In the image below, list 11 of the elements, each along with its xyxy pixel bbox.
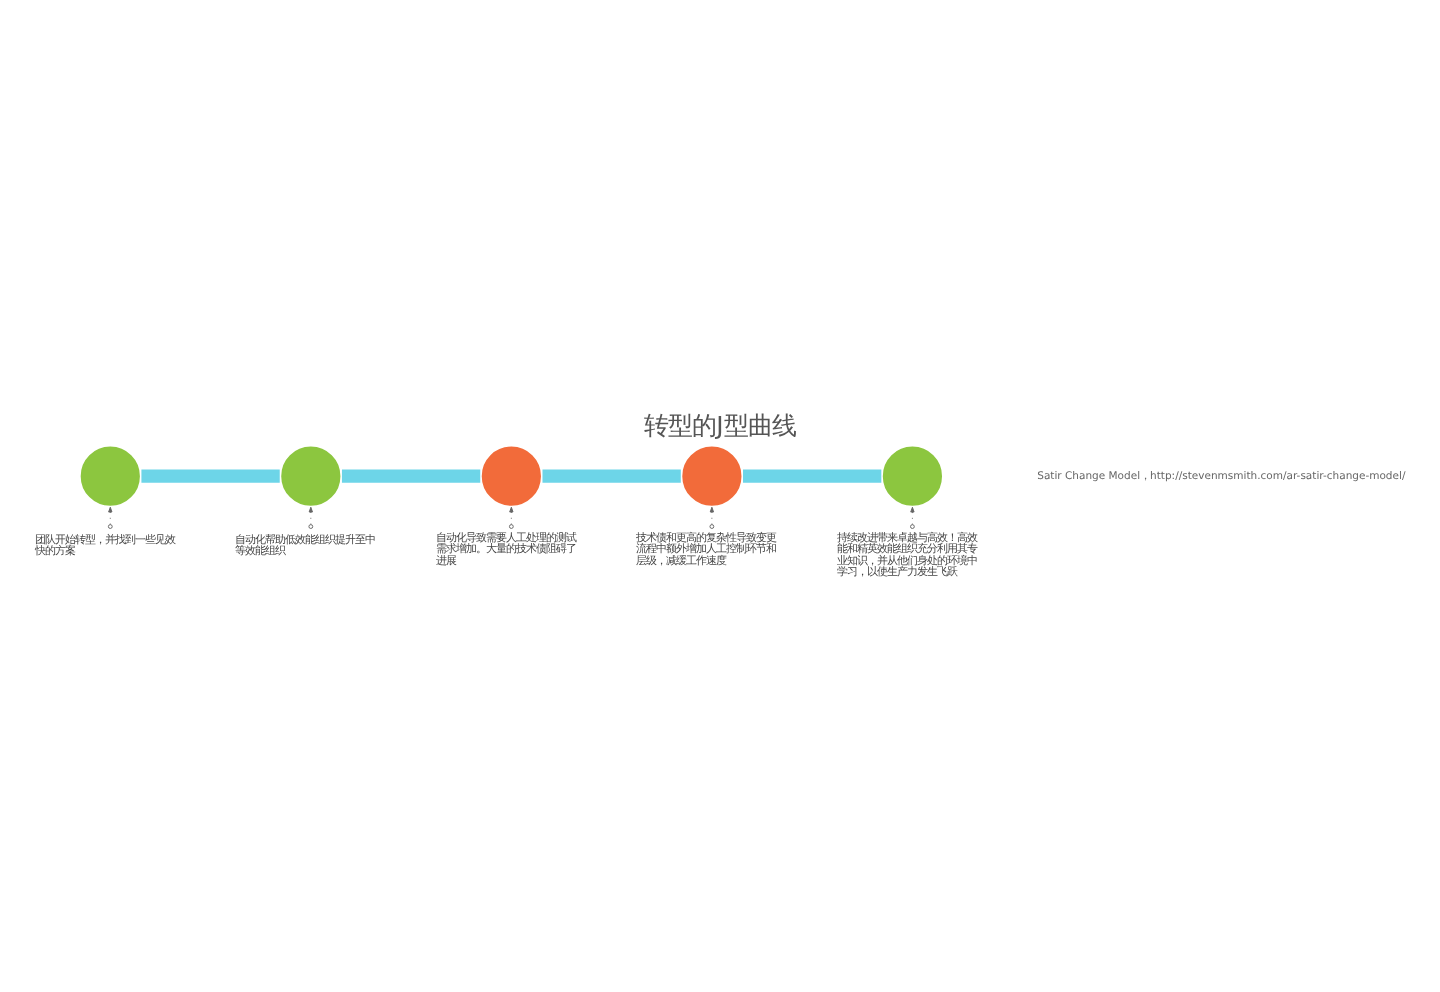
connector [542, 469, 681, 483]
node-circle [679, 443, 745, 509]
node-circle [478, 443, 544, 509]
node-circle [77, 443, 143, 509]
node-circle [278, 443, 344, 509]
connector [743, 469, 882, 483]
diagram-title: 转型的J型曲线 [644, 409, 796, 440]
connector [341, 469, 481, 483]
arrow [709, 506, 715, 529]
node-circle [879, 443, 945, 509]
connector [141, 469, 280, 483]
